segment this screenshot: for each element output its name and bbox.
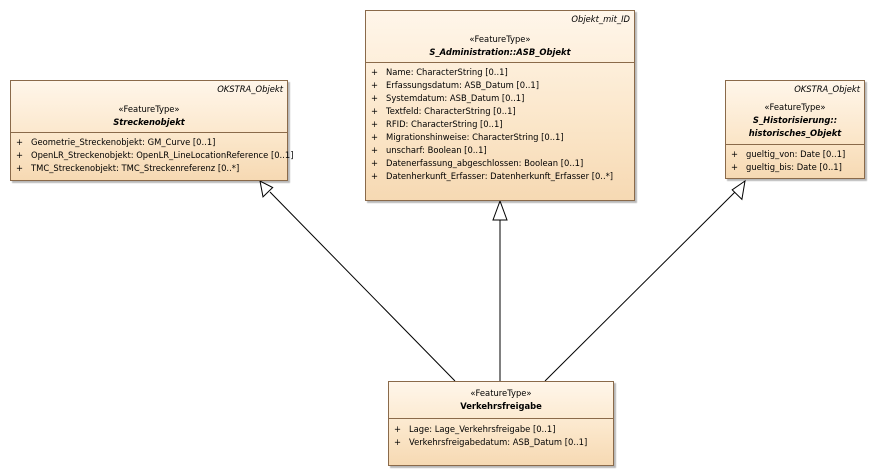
attribute-row[interactable]: + RFID: CharacterString [0..1] [366, 118, 634, 131]
visibility-marker: + [371, 106, 379, 116]
attribute-row[interactable]: + Verkehrsfreigabedatum: ASB_Datum [0..1] [389, 436, 613, 449]
visibility-marker: + [371, 132, 379, 142]
visibility-marker: + [16, 137, 24, 147]
attribute-row[interactable]: + Lage: Lage_Verkehrsfreigabe [0..1] [389, 423, 613, 436]
class-header: OKSTRA_Objekt «FeatureType» Streckenobje… [11, 81, 287, 132]
class-name-line-1: S_Historisierung:: [752, 115, 838, 125]
visibility-marker: + [394, 437, 402, 447]
generalization-arrowhead-streckenobjekt [259, 180, 274, 198]
generalization-arrowhead-asb-objekt [492, 199, 508, 221]
attribute-text: OpenLR_Streckenobjekt: OpenLR_LineLocati… [31, 150, 294, 160]
class-asb-objekt[interactable]: Objekt_mit_ID «FeatureType» S_Administra… [365, 10, 635, 201]
attribute-text: unscharf: Boolean [0..1] [386, 145, 487, 155]
attribute-row[interactable]: + gueltig_bis: Date [0..1] [726, 161, 864, 174]
attribute-row[interactable]: + Datenherkunft_Erfasser: Datenherkunft_E… [366, 170, 634, 183]
class-header: «FeatureType» Verkehrsfreigabe [389, 382, 613, 418]
visibility-marker: + [371, 119, 379, 129]
class-header: OKSTRA_Objekt «FeatureType» S_Historisie… [726, 81, 864, 144]
visibility-marker: + [731, 149, 739, 159]
class-scope: OKSTRA_Objekt [794, 84, 860, 94]
attribute-text: Name: CharacterString [0..1] [386, 67, 508, 77]
class-name: S_Administration::ASB_Objekt [429, 47, 571, 57]
class-verkehrsfreigabe[interactable]: «FeatureType» Verkehrsfreigabe + Lage: La… [388, 381, 614, 466]
attribute-row[interactable]: + unscharf: Boolean [0..1] [366, 144, 634, 157]
class-scope: OKSTRA_Objekt [217, 84, 283, 94]
class-header: Objekt_mit_ID «FeatureType» S_Administra… [366, 11, 634, 62]
class-name: Streckenobjekt [113, 117, 185, 127]
attribute-row[interactable]: + Systemdatum: ASB_Datum [0..1] [366, 92, 634, 105]
class-streckenobjekt[interactable]: OKSTRA_Objekt «FeatureType» Streckenobje… [10, 80, 293, 181]
visibility-marker: + [371, 145, 379, 155]
class-stereotype: «FeatureType» [118, 104, 180, 114]
visibility-marker: + [731, 162, 739, 172]
compartment-divider [389, 418, 613, 419]
attribute-text: Systemdatum: ASB_Datum [0..1] [386, 93, 525, 103]
attribute-text: gueltig_bis: Date [0..1] [746, 162, 842, 172]
attribute-text: Verkehrsfreigabedatum: ASB_Datum [0..1] [409, 437, 588, 447]
attribute-text: gueltig_von: Date [0..1] [746, 149, 846, 159]
attribute-text: Migrationshinweise: CharacterString [0..… [386, 132, 564, 142]
attribute-text: Datenherkunft_Erfasser: Datenherkunft_Er… [386, 171, 614, 181]
visibility-marker: + [371, 158, 379, 168]
attribute-list: + gueltig_von: Date [0..1] + gueltig_bis: … [726, 145, 864, 174]
compartment-divider [11, 132, 287, 133]
class-name-line-2: historisches_Objekt [748, 128, 842, 138]
attribute-text: Geometrie_Streckenobjekt: GM_Curve [0..1… [31, 137, 216, 147]
attribute-text: Lage: Lage_Verkehrsfreigabe [0..1] [409, 424, 556, 434]
attribute-list: + Lage: Lage_Verkehrsfreigabe [0..1] + Ver… [389, 419, 613, 449]
class-stereotype: «FeatureType» [470, 388, 532, 398]
generalization-arrowhead-historisches-objekt [731, 179, 746, 201]
attribute-row[interactable]: + gueltig_von: Date [0..1] [726, 148, 864, 161]
visibility-marker: + [371, 93, 379, 103]
visibility-marker: + [16, 150, 24, 160]
attribute-row[interactable]: + Name: CharacterString [0..1] [366, 66, 634, 79]
attribute-row[interactable]: + Textfeld: CharacterString [0..1] [366, 105, 634, 118]
attribute-text: Datenerfassung_abgeschlossen: Boolean [0… [386, 158, 584, 168]
attribute-row[interactable]: + OpenLR_Streckenobjekt: OpenLR_LineLocat… [11, 149, 293, 162]
class-stereotype: «FeatureType» [764, 102, 826, 112]
visibility-marker: + [371, 67, 379, 77]
attribute-list: + Name: CharacterString [0..1] + Erfassung… [366, 63, 634, 183]
compartment-divider [366, 62, 634, 63]
attribute-text: Textfeld: CharacterString [0..1] [386, 106, 516, 116]
visibility-marker: + [371, 80, 379, 90]
visibility-marker: + [16, 163, 24, 173]
compartment-divider [726, 144, 864, 145]
attribute-text: RFID: CharacterString [0..1] [386, 119, 503, 129]
visibility-marker: + [394, 424, 402, 434]
attribute-row[interactable]: + TMC_Streckenobjekt: TMC_Streckenreferen… [11, 162, 287, 175]
attribute-row[interactable]: + Erfassungsdatum: ASB_Datum [0..1] [366, 79, 634, 92]
generalization-line-historisches-objekt[interactable] [544, 191, 736, 382]
attribute-text: TMC_Streckenobjekt: TMC_Streckenreferenz… [31, 163, 240, 173]
attribute-row[interactable]: + Geometrie_Streckenobjekt: GM_Curve [0..… [11, 136, 287, 149]
attribute-text: Erfassungsdatum: ASB_Datum [0..1] [386, 80, 540, 90]
attribute-row[interactable]: + Migrationshinweise: CharacterString [0.… [366, 131, 634, 144]
class-historisches-objekt[interactable]: OKSTRA_Objekt «FeatureType» S_Historisie… [725, 80, 865, 179]
attribute-row[interactable]: + Datenerfassung_abgeschlossen: Boolean [… [366, 157, 634, 170]
class-name: Verkehrsfreigabe [460, 401, 542, 411]
generalization-line-streckenobjekt[interactable] [269, 191, 456, 382]
attribute-list: + Geometrie_Streckenobjekt: GM_Curve [0..… [11, 133, 293, 175]
class-scope: Objekt_mit_ID [571, 14, 630, 24]
class-stereotype: «FeatureType» [469, 34, 531, 44]
visibility-marker: + [371, 171, 379, 181]
